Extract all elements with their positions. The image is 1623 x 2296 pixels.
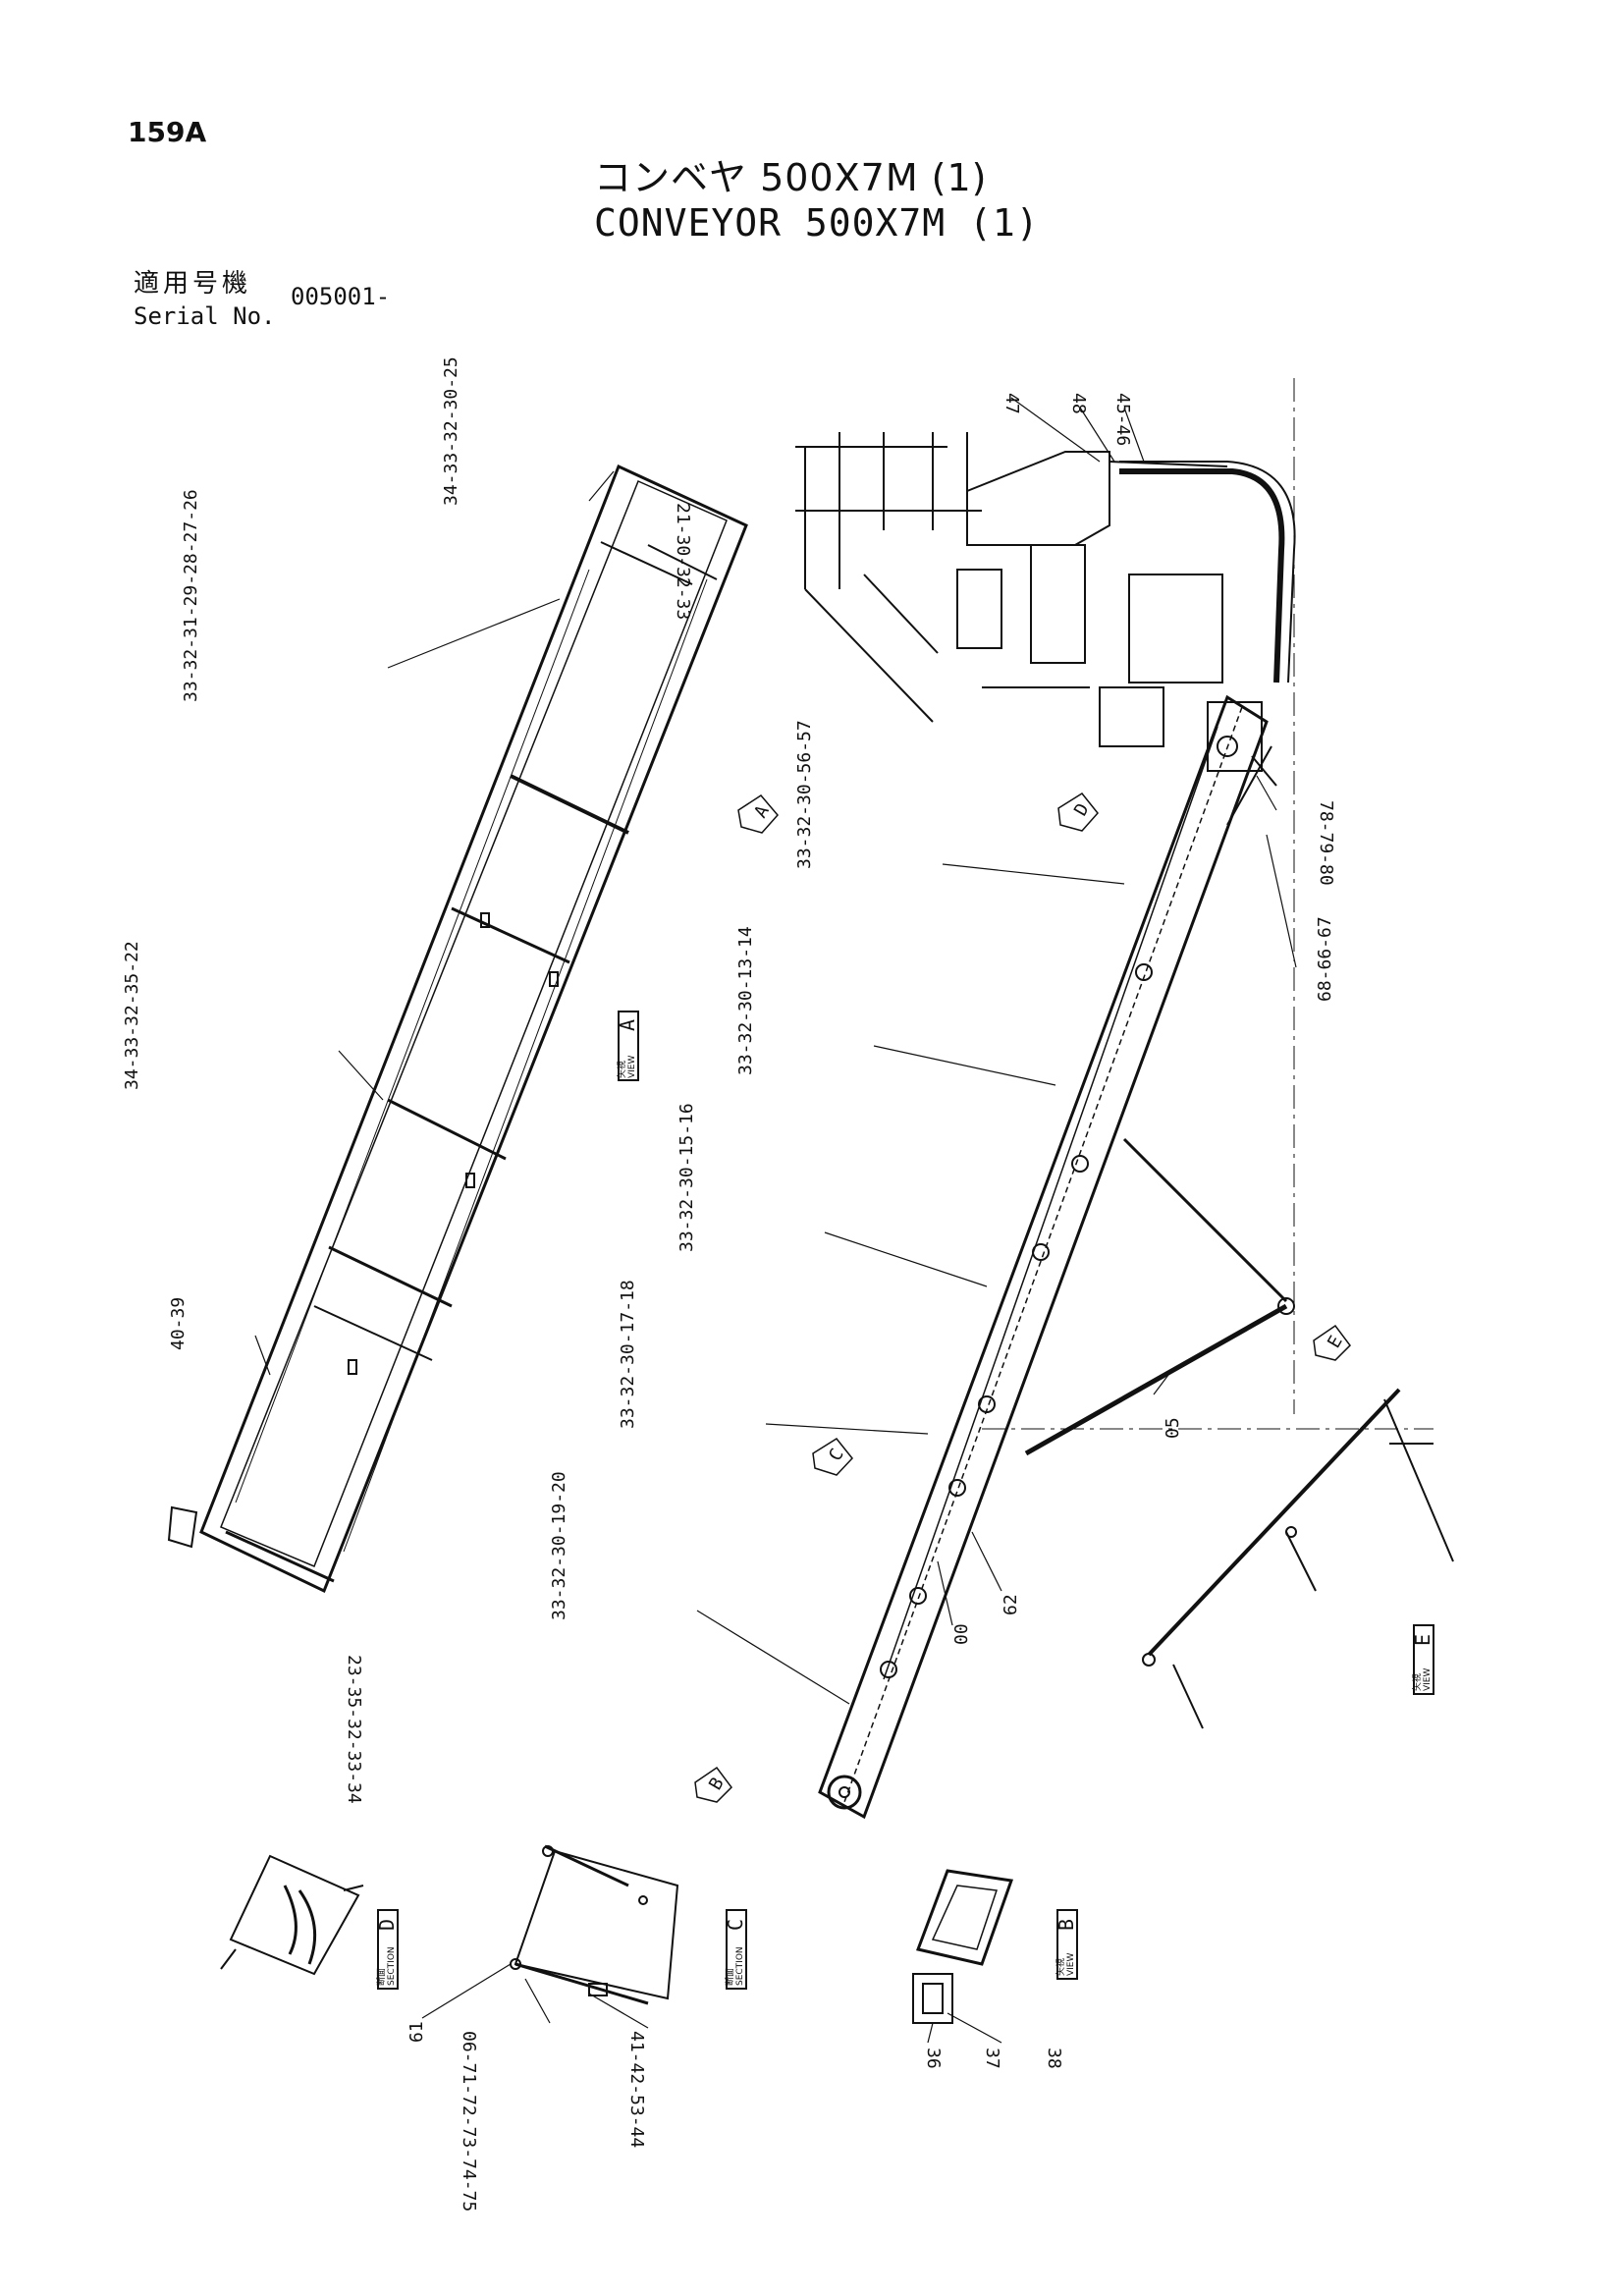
callout-label: 33-32-31-29-28-27-26 [181,489,201,702]
callout-label: 78-79-80 [1316,800,1336,886]
callout-label: 61 [406,2021,427,2043]
callout-label: 48 [1068,393,1089,414]
serial-label: Serial No. [134,302,276,330]
view-a-label-jp: 矢視 [616,1061,627,1078]
view-b-letter: B [1055,1919,1078,1931]
callout-label: 33-32-30-13-14 [735,926,756,1075]
callout-label: 33-32-30-56-57 [794,720,815,869]
serial-number-value: 005001- [291,283,391,310]
callout-label: 33-32-30-15-16 [676,1103,697,1252]
callout-label: 33-32-30-17-18 [618,1280,638,1429]
hopper-assembly [795,432,1296,747]
view-arrow-b: B [705,1775,729,1794]
view-b-label-jp: 矢視 [1055,1958,1066,1976]
section-d-letter: D [375,1919,399,1931]
view-e-letter: E [1411,1634,1434,1646]
page-title: CONVEYOR 500X7M (1) [594,201,1040,245]
view-b-label: VIEW [1066,1953,1076,1976]
section-c-drawing [510,1844,679,2005]
serial-label-japanese: 適用号機 [134,269,252,299]
callout-label: 38 [1044,2048,1064,2069]
section-d-drawing [220,1854,364,1976]
view-arrow-a: A [750,801,774,821]
callout-label: 40-39 [168,1297,189,1350]
page-title-japanese: コンベヤ 500X7M (1) [594,156,988,199]
section-c-label-jp: 断面 [724,1968,735,1986]
callout-label: 62 [1001,1594,1021,1615]
callout-label: 06-71-72-73-74-75 [459,2031,479,2212]
callout-label: 36 [923,2048,944,2069]
callout-label: 34-33-32-35-22 [122,941,142,1090]
page-number: 159A [128,116,207,148]
callout-label: 34-33-32-30-25 [441,356,461,506]
callout-label: 47 [1001,393,1022,414]
section-c-letter: C [724,1919,747,1931]
section-c-label: SECTION [735,1946,745,1986]
view-a-letter: A [616,1019,639,1031]
view-e-label: VIEW [1423,1668,1433,1691]
callout-label: 33-32-30-19-20 [549,1471,569,1620]
callout-label: 21-30-32-33 [673,503,693,620]
callout-label: 45-46 [1112,393,1133,446]
view-b-drawing [912,1869,1014,2024]
section-d-label: SECTION [387,1946,397,1986]
callout-label: 23-35-32-33-34 [344,1655,364,1804]
callout-label: 68-66-67 [1315,916,1335,1002]
view-arrow-e: E [1324,1333,1347,1352]
callout-label: 37 [982,2048,1002,2069]
section-d-label-jp: 断面 [375,1968,387,1986]
callout-label: 05 [1163,1417,1183,1439]
support-frame-view-e [1142,1388,1454,1729]
conveyor-frame-view-a [167,464,748,1594]
view-e-label-jp: 矢視 [1411,1673,1423,1691]
view-a-label: VIEW [627,1056,637,1078]
callout-label: 00 [951,1623,972,1645]
callout-label: 41-42-53-44 [626,2031,647,2148]
conveyor-main-side-view [818,378,1434,1820]
